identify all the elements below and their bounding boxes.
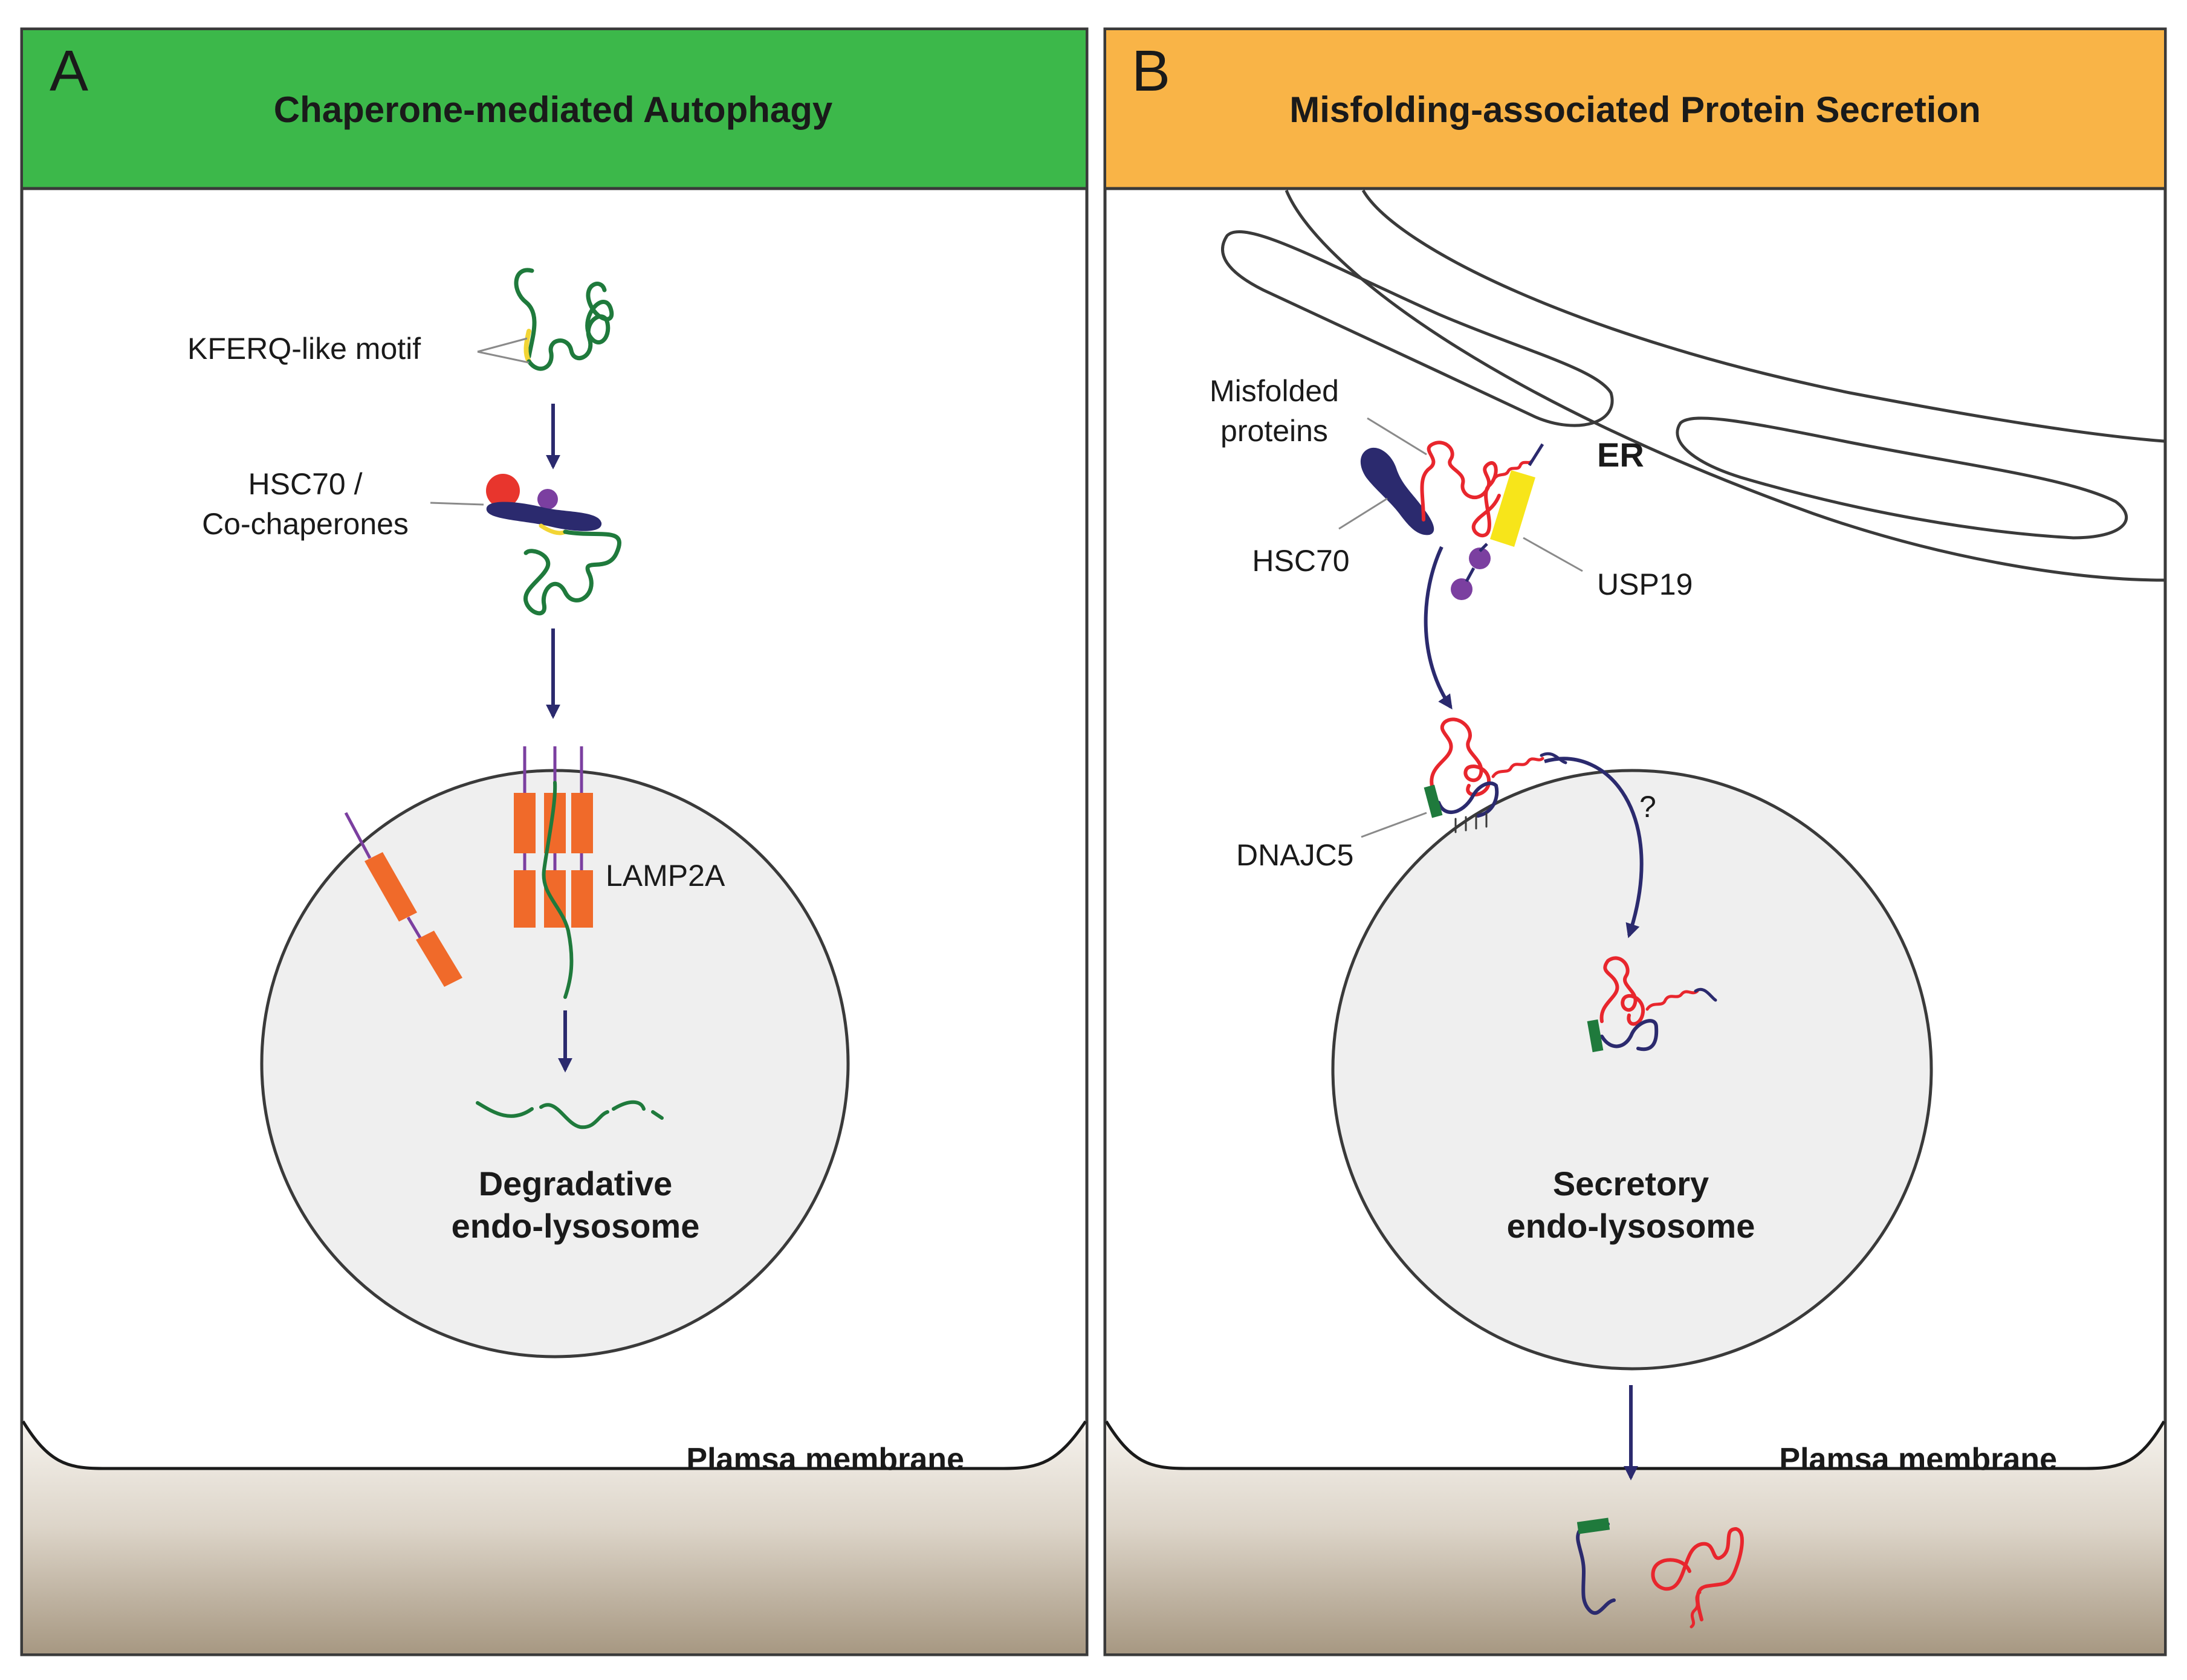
er-cistern-1 [1221,230,1614,427]
degradative-label-2: endo-lysosome [452,1207,700,1245]
lamp2a-multimer [514,746,593,999]
panel-b-header [1106,30,2164,189]
secretory-lysosome [1331,769,1933,1371]
extracellular-space-a [23,1421,1086,1653]
kferq-substrate [514,268,614,371]
question-mark: ? [1639,790,1656,824]
degradative-label-1: Degradative [479,1165,673,1203]
co-chaperone-red [486,474,520,508]
secretory-label-1: Secretory [1553,1165,1709,1203]
er-label: ER [1597,436,1644,474]
panel-a: A Chaperone-mediated Autophagy Plamsa me… [20,27,1089,1656]
hsc70-shape-a [486,502,602,531]
hsc70-shape-b [1360,447,1434,535]
misfolded-label-2: proteins [1220,414,1328,448]
er-complex [1360,441,1544,600]
plasma-membrane-a [21,1420,1087,1470]
arrow-b-2 [1544,757,1644,939]
misfolded-protein-er [1420,441,1501,538]
kferq-label: KFERQ-like motif [187,332,421,366]
plasma-membrane-label-b: Plamsa membrane [1779,1442,2057,1477]
dnajc5-label: DNAJC5 [1236,838,1353,872]
hsc70-label-a-2: Co-chaperones [202,507,409,541]
panel-b-letter: B [1132,39,1170,103]
panel-a-letter: A [50,39,88,103]
secretory-label-2: endo-lysosome [1507,1207,1755,1245]
extracellular-space-b [1106,1421,2164,1653]
dnajc5-complex [1424,717,1567,833]
misfolded-label-1: Misfolded [1210,374,1339,408]
cargo-in-lysosome [1587,956,1717,1053]
usp19-shape [1490,470,1535,547]
lamp2a-label: LAMP2A [606,859,725,893]
usp19-label: USP19 [1597,567,1693,601]
er-cistern-2 [1676,416,2128,540]
er-membranes [1221,189,2165,582]
panel-a-header [23,30,1086,189]
hsc70-complex-a [486,474,621,616]
secreted-cargo [1576,1517,1744,1629]
panel-b-title: Misfolding-associated Protein Secretion [1289,89,1981,130]
panel-a-title: Chaperone-mediated Autophagy [274,89,833,130]
lamp2a-monomer [344,812,462,987]
panel-b: B Misfolding-associated Protein Secretio… [1103,27,2167,1656]
co-chaperone-purple [537,489,558,509]
plasma-membrane-label-a: Plamsa membrane [686,1442,964,1477]
degraded-fragments [476,1100,664,1129]
arrow-b-1 [1424,546,1453,709]
hsc70-label-a-1: HSC70 / [248,467,363,501]
hsc70-label-b: HSC70 [1252,544,1349,578]
